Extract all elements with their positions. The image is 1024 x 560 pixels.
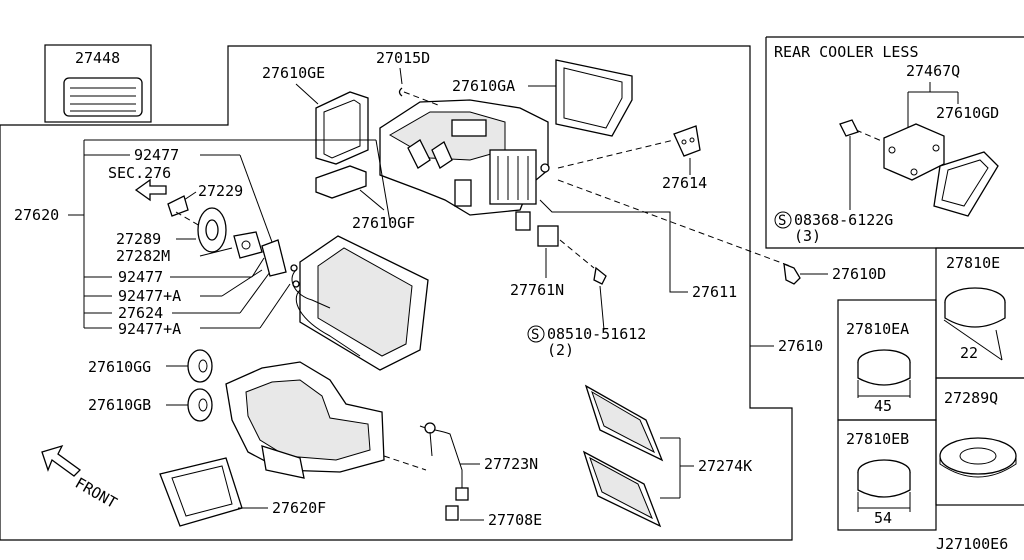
s-symbol-icon — [527, 325, 545, 343]
label-27614: 27614 — [662, 174, 707, 192]
label-27229: 27229 — [198, 182, 243, 200]
label-27810E: 27810E — [946, 254, 1000, 272]
dim-54: 54 — [874, 509, 892, 527]
part-27610GD[interactable]: 27610GD — [933, 104, 999, 217]
label-27610GA: 27610GA — [452, 77, 515, 95]
label-27610GB: 27610GB — [88, 396, 151, 414]
s-symbol-2: S — [778, 213, 786, 229]
part-27620F[interactable]: 27620F — [159, 457, 326, 527]
label-27723N: 27723N — [484, 455, 538, 473]
part-27448[interactable]: 27448 — [63, 49, 143, 117]
part-27610GA[interactable]: 27610GA — [452, 59, 633, 137]
label-27015D: 27015D — [376, 49, 430, 67]
part-27289[interactable]: 27289 — [116, 207, 227, 253]
label-27620: 27620 — [14, 206, 59, 224]
label-27282M: 27282M — [116, 247, 170, 265]
sec-276-ref[interactable]: SEC.276 — [108, 164, 171, 202]
part-27708E[interactable]: 27708E — [445, 505, 542, 529]
evaporator — [290, 235, 429, 371]
part-27810EB[interactable]: 27810EB 54 — [846, 430, 911, 527]
front-arrow: FRONT — [41, 444, 120, 512]
part-27610GB[interactable]: 27610GB — [88, 388, 213, 422]
label-92477A-2: 92477+A — [118, 320, 181, 338]
diagram-code: J27100E6 — [936, 535, 1008, 553]
label-27761N: 27761N — [510, 281, 564, 299]
s-symbol-1: S — [531, 327, 539, 343]
cooling-unit-housing — [379, 99, 550, 216]
label-08368-6122G: 08368-6122G — [794, 211, 893, 229]
label-27610D: 27610D — [832, 265, 886, 283]
part-27274K[interactable]: 27274K — [582, 384, 752, 528]
label-27610GE: 27610GE — [262, 64, 325, 82]
dim-45: 45 — [874, 397, 892, 415]
part-92477A-1[interactable]: 92477+A — [118, 269, 263, 305]
label-92477-a: 92477 — [118, 268, 163, 286]
part-27289Q[interactable]: 27289Q — [939, 389, 1017, 478]
dim-22: 22 — [960, 344, 978, 362]
part-27761N[interactable]: 27761N — [510, 211, 564, 299]
label-27289: 27289 — [116, 230, 161, 248]
part-27610GE[interactable]: 27610GE — [262, 64, 369, 165]
label-27810EA: 27810EA — [846, 320, 909, 338]
label-27289Q: 27289Q — [944, 389, 998, 407]
part-92477-a[interactable]: 92477 — [118, 257, 265, 286]
part-27614[interactable]: 27614 — [557, 125, 707, 192]
qty-08510: (2) — [547, 341, 574, 359]
part-27610D[interactable]: 27610D — [557, 179, 886, 285]
label-27810EB: 27810EB — [846, 430, 909, 448]
label-92477-top: 92477 — [134, 146, 179, 164]
label-92477A-1: 92477+A — [118, 287, 181, 305]
label-27448: 27448 — [75, 49, 120, 67]
lower-case — [225, 361, 385, 479]
part-92477-top[interactable]: 92477 — [134, 146, 179, 164]
rear-cooler-less-section: REAR COOLER LESS — [774, 43, 919, 61]
label-sec276: SEC.276 — [108, 164, 171, 182]
label-27624: 27624 — [118, 304, 163, 322]
label-27610GD: 27610GD — [936, 104, 999, 122]
label-27467Q: 27467Q — [906, 62, 960, 80]
qty-08368: (3) — [794, 227, 821, 245]
label-front: FRONT — [72, 474, 120, 512]
part-27015D[interactable]: 27015D — [376, 49, 439, 106]
part-27620-bracket[interactable]: 27620 — [14, 139, 391, 329]
rear-title: REAR COOLER LESS — [774, 43, 919, 61]
label-27620F: 27620F — [272, 499, 326, 517]
label-27611: 27611 — [692, 283, 737, 301]
part-27723N[interactable]: 27723N — [383, 422, 538, 501]
part-27610[interactable]: 27610 — [750, 337, 823, 355]
bolt-08368-6122G[interactable]: S 08368-6122G (3) — [774, 119, 893, 245]
label-27610GF: 27610GF — [352, 214, 415, 232]
part-27282M[interactable]: 27282M — [116, 231, 263, 265]
s-symbol-2-icon — [774, 211, 792, 229]
label-27274K: 27274K — [698, 457, 752, 475]
label-27610: 27610 — [778, 337, 823, 355]
label-08510-51612: 08510-51612 — [547, 325, 646, 343]
part-27229[interactable]: 27229 — [167, 182, 243, 227]
part-27610GF[interactable]: 27610GF — [315, 165, 415, 232]
part-27810E[interactable]: 27810E 22 — [943, 254, 1006, 362]
part-27611[interactable]: 27611 — [539, 199, 737, 301]
part-27810EA[interactable]: 27810EA 45 — [846, 320, 911, 415]
part-27610GG[interactable]: 27610GG — [88, 349, 213, 383]
part-92477A-2[interactable]: 92477+A — [118, 283, 291, 338]
part-27624[interactable]: 27624 — [118, 239, 287, 322]
label-27610GG: 27610GG — [88, 358, 151, 376]
frames — [0, 36, 1024, 541]
bolt-08510-51612[interactable]: S 08510-51612 (2) — [527, 239, 646, 359]
part-27467Q[interactable]: 27467Q — [855, 62, 960, 181]
label-27708E: 27708E — [488, 511, 542, 529]
